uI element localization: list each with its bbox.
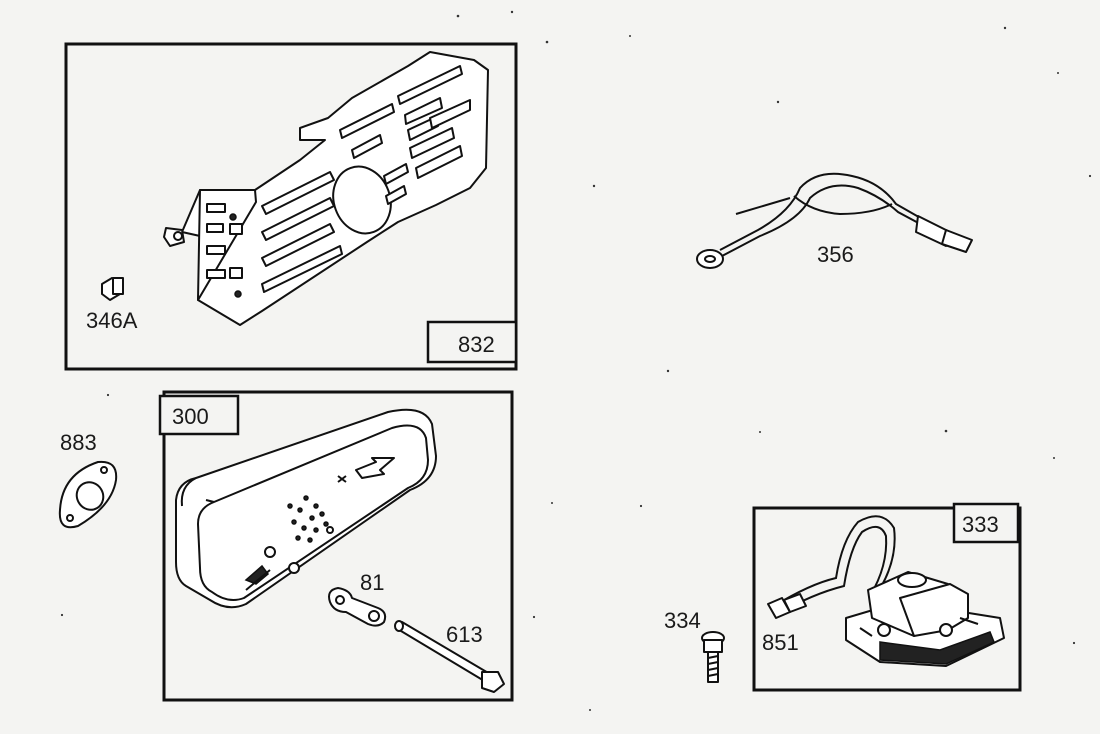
armature-illustration: [767, 515, 1005, 667]
scan-specks: [60, 10, 1092, 711]
muffler-panel: 300: [158, 390, 514, 702]
callout-356: 356: [817, 242, 854, 267]
callout-334: 334: [664, 608, 701, 633]
callout-883: 883: [60, 430, 97, 455]
callout-613: 613: [446, 622, 483, 647]
screw-334: [701, 631, 725, 683]
muffler-guard-panel: 832: [64, 42, 518, 371]
callout-851: 851: [762, 630, 799, 655]
callout-832: 832: [458, 332, 495, 357]
perforation-holes: [287, 495, 329, 543]
callout-300: 300: [172, 404, 209, 429]
muffler-guard-illustration: [163, 51, 489, 326]
ground-wire: [696, 172, 973, 269]
screw-346a: [101, 277, 124, 301]
callout-81: 81: [360, 570, 384, 595]
gasket-883: [58, 460, 118, 529]
lock-plate-81: [328, 587, 387, 627]
muffler-illustration: [175, 408, 437, 609]
bolt-613: [394, 620, 505, 693]
callout-333: 333: [962, 512, 999, 537]
armature-panel: 333 851: [752, 502, 1022, 692]
callout-346a: 346A: [86, 308, 138, 333]
